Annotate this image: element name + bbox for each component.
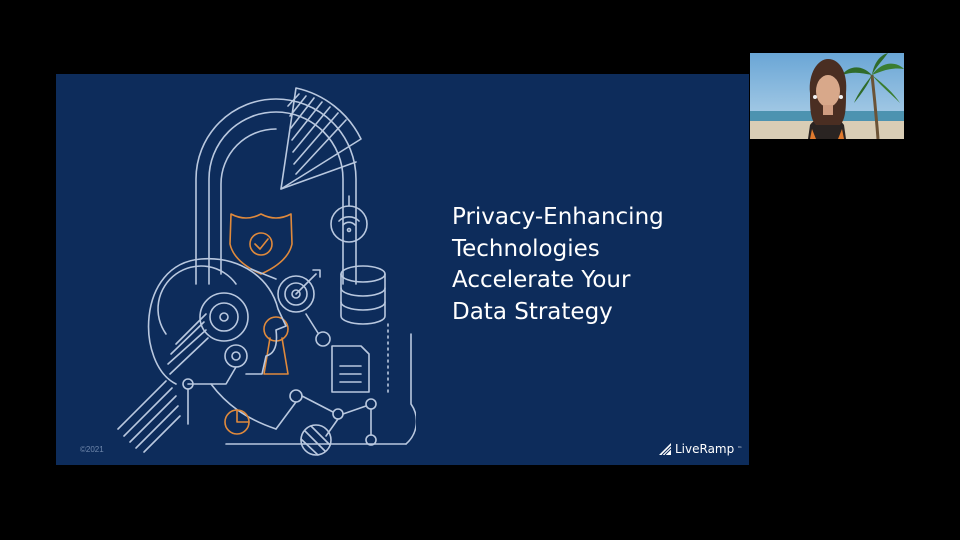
striped-circle-icon [300,424,332,456]
presentation-slide: Privacy-Enhancing Technologies Accelerat… [56,74,749,465]
presenter-video[interactable] [750,53,904,139]
head-profile-icon [147,258,287,385]
logo-trademark: ™ [737,446,743,452]
title-line-4: Data Strategy [452,298,613,325]
presenter-video-frame [750,53,904,139]
radar-icon [280,87,362,190]
arch-lines [195,98,357,285]
document-icon [305,313,370,393]
shield-check-icon [229,213,293,275]
privacy-illustration [117,87,416,456]
title-line-2: Technologies [452,235,600,262]
logo-text: LiveRamp [675,442,735,456]
title-line-1: Privacy-Enhancing [452,204,664,230]
hatch-wedge [117,380,181,453]
database-icon [340,265,386,325]
wifi-icon [330,195,368,243]
presenter [808,59,847,139]
liveramp-mark-icon [659,443,672,456]
slide-title: Privacy-Enhancing Technologies Accelerat… [452,202,742,328]
title-line-3: Accelerate Your [452,267,631,293]
copyright-text: ©2021 [80,445,104,454]
palm-tree [842,53,904,139]
network-lines [182,333,416,446]
target-icon [250,268,321,313]
pie-chart-icon [224,409,250,435]
